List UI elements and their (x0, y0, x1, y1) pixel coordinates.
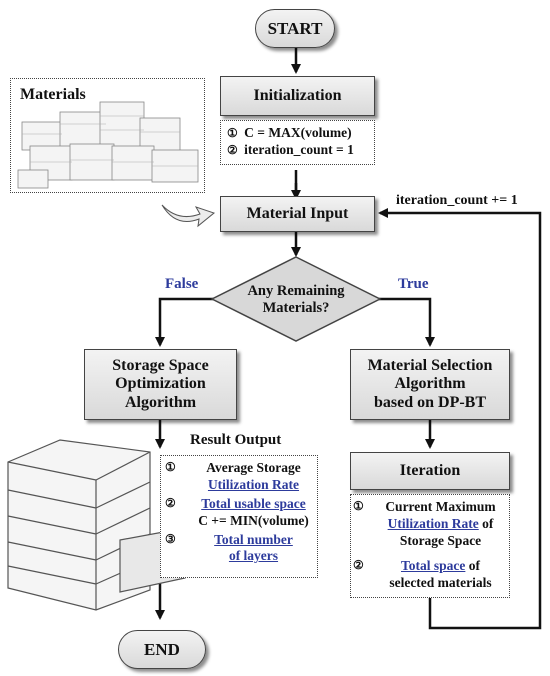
init-item-2: ② iteration_count = 1 (227, 141, 354, 157)
initialization-title: Initialization (253, 86, 342, 104)
marker-2-icon: ② (165, 495, 176, 510)
false-label: False (165, 276, 199, 292)
material-input-box: Material Input (220, 196, 375, 232)
start-terminal: START (255, 9, 335, 48)
initialization-box: Initialization (220, 76, 375, 116)
storage-optimization-box: Storage Space Optimization Algorithm (84, 349, 237, 420)
marker-3-icon: ③ (165, 531, 176, 546)
start-label: START (267, 18, 323, 38)
iteration-title: Iteration (399, 461, 461, 479)
init-item-1: ① C = MAX(volume) (227, 125, 352, 140)
storage-rack-illustration (7, 439, 186, 611)
result-item-3: ③ Total number of layers (165, 531, 293, 564)
material-selection-box: Material Selection Algorithm based on DP… (350, 349, 510, 420)
true-label: True (398, 276, 429, 292)
result-output-details: ① Average Storage Utilization Rate ② Tot… (160, 455, 318, 578)
result-item-2: ② Total usable space C += MIN(volume) (165, 495, 309, 528)
decision-diamond (210, 256, 382, 342)
iteration-item-2: ② Total space of selected materials (353, 557, 492, 590)
marker-1-icon: ① (227, 126, 238, 140)
storage-optimization-label: Storage Space Optimization Algorithm (112, 356, 209, 411)
material-selection-label: Material Selection Algorithm based on DP… (367, 356, 493, 411)
iteration-item-1: ① Current Maximum Utilization Rate of St… (353, 499, 496, 548)
marker-2-icon: ② (353, 557, 364, 572)
result-item-1: ① Average Storage Utilization Rate (165, 460, 301, 492)
iteration-box: Iteration (350, 452, 510, 490)
decision-label: Any Remaining Materials? (247, 283, 345, 316)
materials-pile-illustration (17, 101, 199, 189)
marker-2-icon: ② (227, 142, 238, 157)
marker-1-icon: ① (353, 499, 364, 513)
result-output-title: Result Output (190, 432, 282, 448)
arrow-true-branch (378, 297, 435, 347)
end-terminal: END (118, 630, 206, 669)
end-label: END (144, 639, 180, 659)
curved-arrow-icon (161, 204, 216, 228)
materials-label: Materials (20, 86, 86, 103)
loop-label: iteration_count += 1 (396, 193, 518, 208)
materials-frame (10, 78, 205, 193)
arrow-false-branch (155, 297, 215, 347)
arrow-loop-back (378, 208, 542, 630)
marker-1-icon: ① (165, 460, 176, 474)
initialization-details: ① C = MAX(volume) ② iteration_count = 1 (220, 120, 375, 165)
iteration-details: ① Current Maximum Utilization Rate of St… (350, 494, 510, 598)
material-input-label: Material Input (246, 204, 349, 222)
